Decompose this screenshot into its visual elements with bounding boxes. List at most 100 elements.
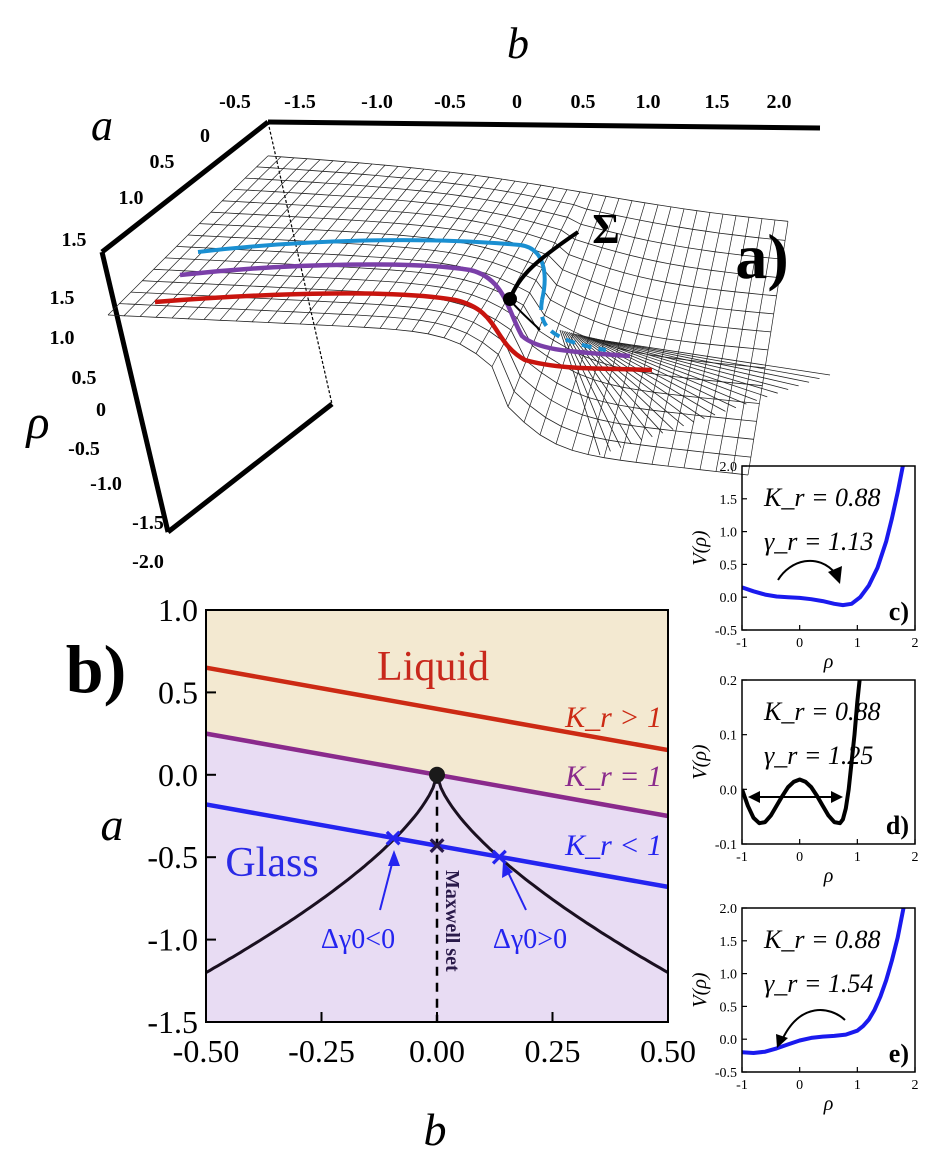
x-tick-label: 0 (796, 850, 803, 865)
mesh-line (747, 221, 789, 476)
surface-mesh (107, 155, 831, 476)
b-tick-label: -1.0 (361, 91, 393, 113)
x-tick-label: 0.25 (525, 1033, 581, 1069)
mesh-line (699, 217, 750, 470)
potential-curve (742, 466, 905, 608)
k-lt-label: K_r < 1 (564, 829, 662, 862)
x-tick-label: -0.50 (173, 1033, 240, 1069)
y-tick-label: 0.2 (720, 674, 738, 689)
y-tick-label: 2.0 (720, 902, 738, 917)
x-tick-label: 0 (796, 1078, 803, 1093)
panel-frame (741, 465, 916, 631)
k-gt-label: K_r > 1 (564, 701, 662, 734)
panel-ylabel: V(ρ) (689, 744, 711, 779)
mesh-line (187, 160, 334, 320)
mesh-line (619, 208, 685, 461)
transition-arrow (781, 1009, 846, 1041)
param-label: K_r = 0.88 (763, 483, 881, 512)
mesh-line (347, 173, 464, 327)
panel-b-ylabel: a (101, 799, 124, 850)
y-tick-label: 1.0 (158, 592, 198, 628)
a-tick-label: 1.5 (62, 229, 87, 251)
mesh-line (596, 338, 810, 383)
y-tick-label: 0.0 (720, 783, 738, 798)
param-label: K_r = 0.88 (763, 697, 881, 726)
x-tick-label: 0.00 (409, 1033, 465, 1069)
arrow-head (776, 1034, 788, 1048)
y-tick-label: -0.5 (715, 624, 737, 639)
mesh-line (555, 200, 633, 445)
panel-xlabel: ρ (823, 1093, 834, 1115)
mesh-line (592, 337, 789, 390)
mesh-line (539, 198, 620, 436)
y-tick-label: 0.0 (720, 1033, 738, 1048)
y-tick-label: -0.5 (147, 839, 198, 875)
mesh-line (283, 167, 412, 324)
mesh-line (491, 191, 581, 367)
mesh-line (583, 335, 737, 409)
y-tick-label: 0.5 (720, 558, 738, 573)
upper-trajectory (197, 238, 547, 301)
mesh-line (187, 234, 769, 351)
mesh-line (107, 155, 269, 316)
y-tick-label: -0.1 (715, 838, 737, 853)
mesh-line (599, 339, 831, 376)
panel-b-xlabel: b (424, 1104, 447, 1155)
panel-xlabel: ρ (823, 865, 834, 887)
panel-frame (741, 679, 916, 845)
mesh-line (651, 212, 711, 465)
mesh-line (123, 156, 282, 317)
panel-label: d) (886, 811, 909, 840)
mesh-line (731, 219, 776, 474)
rho-tick-label: -1.5 (132, 512, 164, 534)
y-tick-label: 1.5 (720, 935, 738, 950)
mesh-line (475, 189, 568, 354)
panel-label: c) (889, 597, 909, 626)
mesh-line (139, 157, 295, 317)
mesh-line (443, 185, 542, 338)
panel-a-front-edge (166, 402, 334, 534)
b-tick-label: 2.0 (767, 91, 792, 113)
mesh-line (594, 338, 799, 387)
arrow-head (748, 791, 760, 803)
mesh-line (587, 204, 659, 455)
param-label: K_r = 0.88 (763, 925, 881, 954)
mesh-line (588, 336, 768, 398)
y-tick-label: 2.0 (720, 460, 738, 475)
k-line (205, 665, 669, 753)
y-tick-label: 1.5 (720, 493, 738, 508)
mesh-line (667, 214, 724, 467)
panel-a-label: a) (735, 221, 788, 292)
mesh-line (523, 196, 607, 423)
mesh-line (299, 168, 425, 325)
liquid-label: Liquid (377, 644, 489, 690)
upper-trajectory-dashed (539, 299, 607, 352)
mesh-line (363, 175, 477, 328)
mesh-line (570, 332, 664, 434)
mesh-line (598, 339, 820, 380)
y-tick-label: 1.0 (720, 968, 738, 983)
cusp-sigma-label: Σ (592, 207, 619, 253)
x-tick-label: 2 (912, 1078, 919, 1093)
rho-tick-label: 1.5 (50, 287, 75, 309)
a-tick-label: -0.5 (219, 91, 251, 113)
mesh-line (635, 210, 698, 463)
mesh-line (568, 332, 653, 438)
middle-trajectory (179, 262, 631, 359)
mesh-line (587, 336, 757, 401)
y-tick-label: 0.5 (720, 1000, 738, 1015)
mesh-line (590, 337, 778, 394)
mesh-line (315, 170, 438, 326)
mesh-line (395, 178, 503, 330)
delta-gamma-positive-label: Δγ0>0 (493, 924, 567, 955)
delta-gamma-negative-label: Δγ0<0 (321, 924, 395, 955)
panel-b-y-ticks: -1.5-1.0-0.50.00.51.0 (147, 592, 216, 1040)
rho-tick-label: 1.0 (50, 327, 75, 349)
crossing-left-annotation: Δγ0<0 (321, 850, 400, 955)
panel-frame (741, 907, 916, 1073)
a-tick-label: 0.5 (150, 151, 175, 173)
x-tick-label: -1 (736, 850, 748, 865)
